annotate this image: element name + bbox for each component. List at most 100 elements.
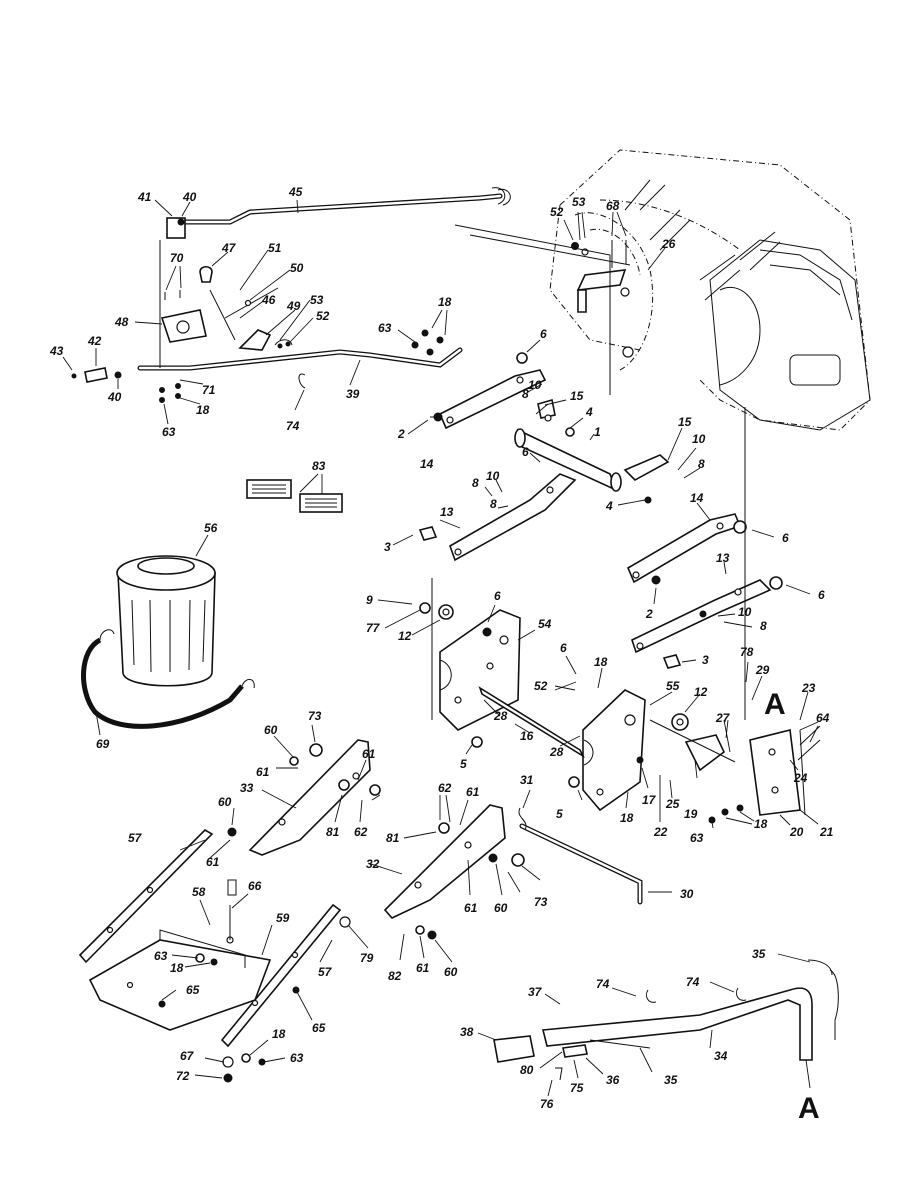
callout-60a: 60 bbox=[264, 723, 278, 737]
callout-12b: 12 bbox=[694, 685, 708, 699]
callout-61e: 61 bbox=[464, 901, 478, 915]
callout-36: 36 bbox=[606, 1073, 620, 1087]
callout-13a: 13 bbox=[440, 505, 454, 519]
callout-39: 39 bbox=[346, 387, 360, 401]
callout-32: 32 bbox=[366, 857, 380, 871]
callout-28a: 28 bbox=[493, 709, 508, 723]
callout-79: 79 bbox=[360, 951, 374, 965]
callout-10c: 10 bbox=[692, 432, 706, 446]
shift-rod-assembly bbox=[71, 187, 511, 403]
callout-10a: 10 bbox=[528, 378, 542, 392]
callout-18c: 18 bbox=[594, 655, 608, 669]
callout-15b: 15 bbox=[678, 415, 692, 429]
callout-23: 23 bbox=[801, 681, 816, 695]
callout-52a: 52 bbox=[316, 309, 330, 323]
callout-3a: 3 bbox=[384, 540, 391, 554]
callout-62b: 62 bbox=[438, 781, 452, 795]
callout-8c: 8 bbox=[490, 497, 497, 511]
callout-9: 9 bbox=[366, 593, 373, 607]
callout-14b: 14 bbox=[690, 491, 704, 505]
callout-64: 64 bbox=[816, 711, 830, 725]
callout-53b: 53 bbox=[572, 195, 586, 209]
callout-65b: 65 bbox=[312, 1021, 326, 1035]
callout-27: 27 bbox=[715, 711, 731, 725]
cover-and-bungee bbox=[81, 555, 255, 729]
callout-62a: 62 bbox=[354, 825, 368, 839]
callout-60d: 60 bbox=[444, 965, 458, 979]
callout-2b: 2 bbox=[645, 607, 653, 621]
left-lift-arms bbox=[418, 352, 577, 562]
side-plates bbox=[419, 578, 689, 812]
callout-35b: 35 bbox=[664, 1073, 678, 1087]
callout-18a: 18 bbox=[196, 403, 210, 417]
callout-63b: 63 bbox=[378, 321, 392, 335]
callout-leaders bbox=[62, 199, 819, 1097]
callout-74c: 74 bbox=[686, 975, 700, 989]
callout-74a: 74 bbox=[286, 419, 300, 433]
callout-22: 22 bbox=[653, 825, 668, 839]
callout-43: 43 bbox=[49, 344, 64, 358]
callout-19: 19 bbox=[684, 807, 698, 821]
callout-30: 30 bbox=[680, 887, 694, 901]
callout-31: 31 bbox=[520, 773, 534, 787]
callout-4b: 4 bbox=[605, 499, 613, 513]
callout-12a: 12 bbox=[398, 629, 412, 643]
callout-8b: 8 bbox=[472, 476, 479, 490]
callout-24: 24 bbox=[793, 771, 808, 785]
callout-69: 69 bbox=[96, 737, 110, 751]
callout-70: 70 bbox=[170, 251, 184, 265]
callout-81a: 81 bbox=[326, 825, 340, 839]
callout-8a: 8 bbox=[522, 387, 529, 401]
callout-61c: 61 bbox=[206, 855, 220, 869]
callout-6e: 6 bbox=[494, 589, 501, 603]
skid-plates bbox=[227, 739, 525, 940]
callout-18e: 18 bbox=[754, 817, 768, 831]
callout-63a: 63 bbox=[162, 425, 176, 439]
callout-66: 66 bbox=[248, 879, 262, 893]
callout-63d: 63 bbox=[154, 949, 168, 963]
callout-52b: 52 bbox=[550, 205, 564, 219]
callout-35a: 35 bbox=[752, 947, 766, 961]
callout-59: 59 bbox=[276, 911, 290, 925]
callout-33: 33 bbox=[240, 781, 254, 795]
callout-5a: 5 bbox=[460, 757, 467, 771]
callout-49: 49 bbox=[286, 299, 301, 313]
callout-18g: 18 bbox=[272, 1027, 286, 1041]
callout-63e: 63 bbox=[290, 1051, 304, 1065]
reflectors bbox=[246, 479, 343, 513]
callout-73b: 73 bbox=[534, 895, 548, 909]
callout-78: 78 bbox=[740, 645, 754, 659]
callout-75: 75 bbox=[570, 1081, 584, 1095]
callout-20: 20 bbox=[789, 825, 804, 839]
callout-60c: 60 bbox=[494, 901, 508, 915]
callout-6f: 6 bbox=[560, 641, 567, 655]
callout-1: 1 bbox=[594, 425, 601, 439]
callout-labels: 41 40 45 47 51 70 50 46 49 53 52 48 43 4… bbox=[49, 185, 834, 1111]
callout-2a: 2 bbox=[397, 427, 405, 441]
callout-54: 54 bbox=[538, 617, 552, 631]
callout-15a: 15 bbox=[570, 389, 584, 403]
callout-55: 55 bbox=[666, 679, 680, 693]
callout-18d: 18 bbox=[620, 811, 634, 825]
callout-80: 80 bbox=[520, 1063, 534, 1077]
callout-63c: 63 bbox=[690, 831, 704, 845]
callout-60b: 60 bbox=[218, 795, 232, 809]
callout-72: 72 bbox=[176, 1069, 190, 1083]
callout-77: 77 bbox=[366, 621, 381, 635]
callout-4a: 4 bbox=[585, 405, 593, 419]
callout-41: 41 bbox=[137, 190, 152, 204]
callout-21: 21 bbox=[819, 825, 834, 839]
callout-10b: 10 bbox=[486, 469, 500, 483]
callout-47: 47 bbox=[221, 241, 237, 255]
callout-50: 50 bbox=[290, 261, 304, 275]
callout-6c: 6 bbox=[782, 531, 789, 545]
callout-40b: 40 bbox=[107, 390, 122, 404]
callout-83: 83 bbox=[312, 459, 326, 473]
callout-53a: 53 bbox=[310, 293, 324, 307]
callout-57a: 57 bbox=[128, 831, 143, 845]
callout-18b: 18 bbox=[438, 295, 452, 309]
callout-17: 17 bbox=[642, 793, 657, 807]
callout-76: 76 bbox=[540, 1097, 554, 1111]
callout-8d: 8 bbox=[698, 457, 705, 471]
